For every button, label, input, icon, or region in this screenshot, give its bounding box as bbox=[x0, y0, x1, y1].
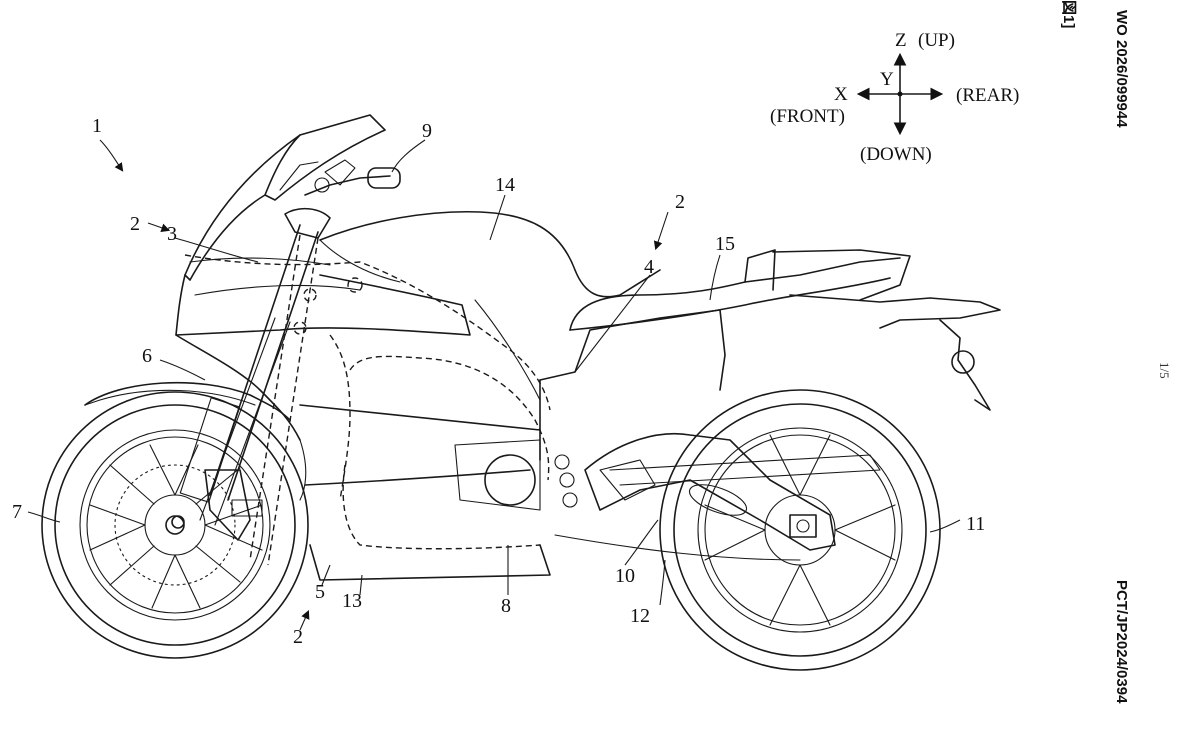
ref-2-mid: 2 bbox=[675, 191, 685, 213]
lead-lines bbox=[27, 139, 961, 631]
axis-legend: Z (UP) Y X (FRONT) (REAR) (DOWN) bbox=[770, 30, 1019, 165]
axis-front-label: (FRONT) bbox=[770, 106, 845, 127]
ref-8: 8 bbox=[501, 595, 511, 617]
ref-3: 3 bbox=[167, 223, 177, 245]
tank-cover bbox=[319, 210, 661, 298]
frame-hidden-lines bbox=[184, 234, 551, 566]
body-panels bbox=[299, 299, 726, 581]
swingarm bbox=[554, 432, 881, 561]
ref-10: 10 bbox=[615, 565, 635, 587]
ref-4: 4 bbox=[644, 256, 654, 278]
front-fairing bbox=[175, 114, 471, 441]
axis-y-label: Y bbox=[880, 69, 894, 90]
ref-6: 6 bbox=[142, 345, 152, 367]
axis-down-label: (DOWN) bbox=[860, 144, 932, 165]
axis-z-label: Z bbox=[895, 30, 907, 51]
ref-1: 1 bbox=[92, 115, 102, 137]
ref-11: 11 bbox=[966, 513, 985, 535]
ref-5: 5 bbox=[315, 581, 325, 603]
ref-9: 9 bbox=[422, 120, 432, 142]
seat-and-tail bbox=[569, 249, 1001, 411]
axis-rear-label: (REAR) bbox=[956, 85, 1019, 106]
axis-up-label: (UP) bbox=[918, 30, 955, 51]
ref-2-front: 2 bbox=[130, 213, 140, 235]
ref-7: 7 bbox=[12, 501, 22, 523]
handlebar bbox=[279, 159, 401, 196]
ref-15: 15 bbox=[715, 233, 735, 255]
ref-2-bottom: 2 bbox=[293, 626, 303, 648]
front-wheel bbox=[41, 391, 309, 659]
motor bbox=[484, 454, 536, 506]
reference-numerals: 1 2 3 2 4 5 2 6 7 8 9 10 11 12 13 14 15 bbox=[12, 115, 985, 648]
rear-wheel bbox=[659, 389, 941, 671]
front-suspension bbox=[84, 207, 331, 529]
axis-x-label: X bbox=[834, 84, 848, 105]
ref-12: 12 bbox=[630, 605, 650, 627]
ref-13: 13 bbox=[342, 590, 362, 612]
ref-14: 14 bbox=[495, 174, 515, 196]
